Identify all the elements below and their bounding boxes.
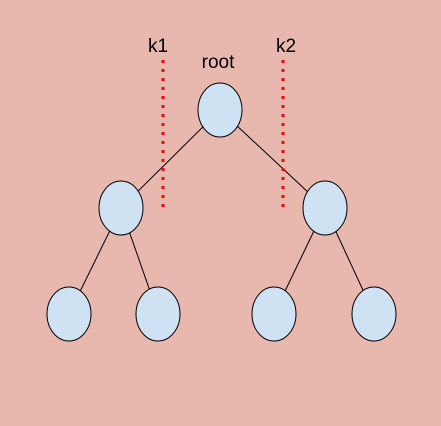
node-left-child xyxy=(98,180,144,236)
node-left-right-leaf xyxy=(135,286,181,342)
node-left-left-leaf xyxy=(46,286,92,342)
tree-nodes xyxy=(46,82,397,342)
node-right-child xyxy=(302,180,348,236)
root-label: root xyxy=(202,52,235,73)
node-root xyxy=(197,82,243,138)
node-right-left-leaf xyxy=(251,286,297,342)
node-right-right-leaf xyxy=(351,286,397,342)
k1-label: k1 xyxy=(148,36,168,57)
k2-label: k2 xyxy=(276,36,296,57)
